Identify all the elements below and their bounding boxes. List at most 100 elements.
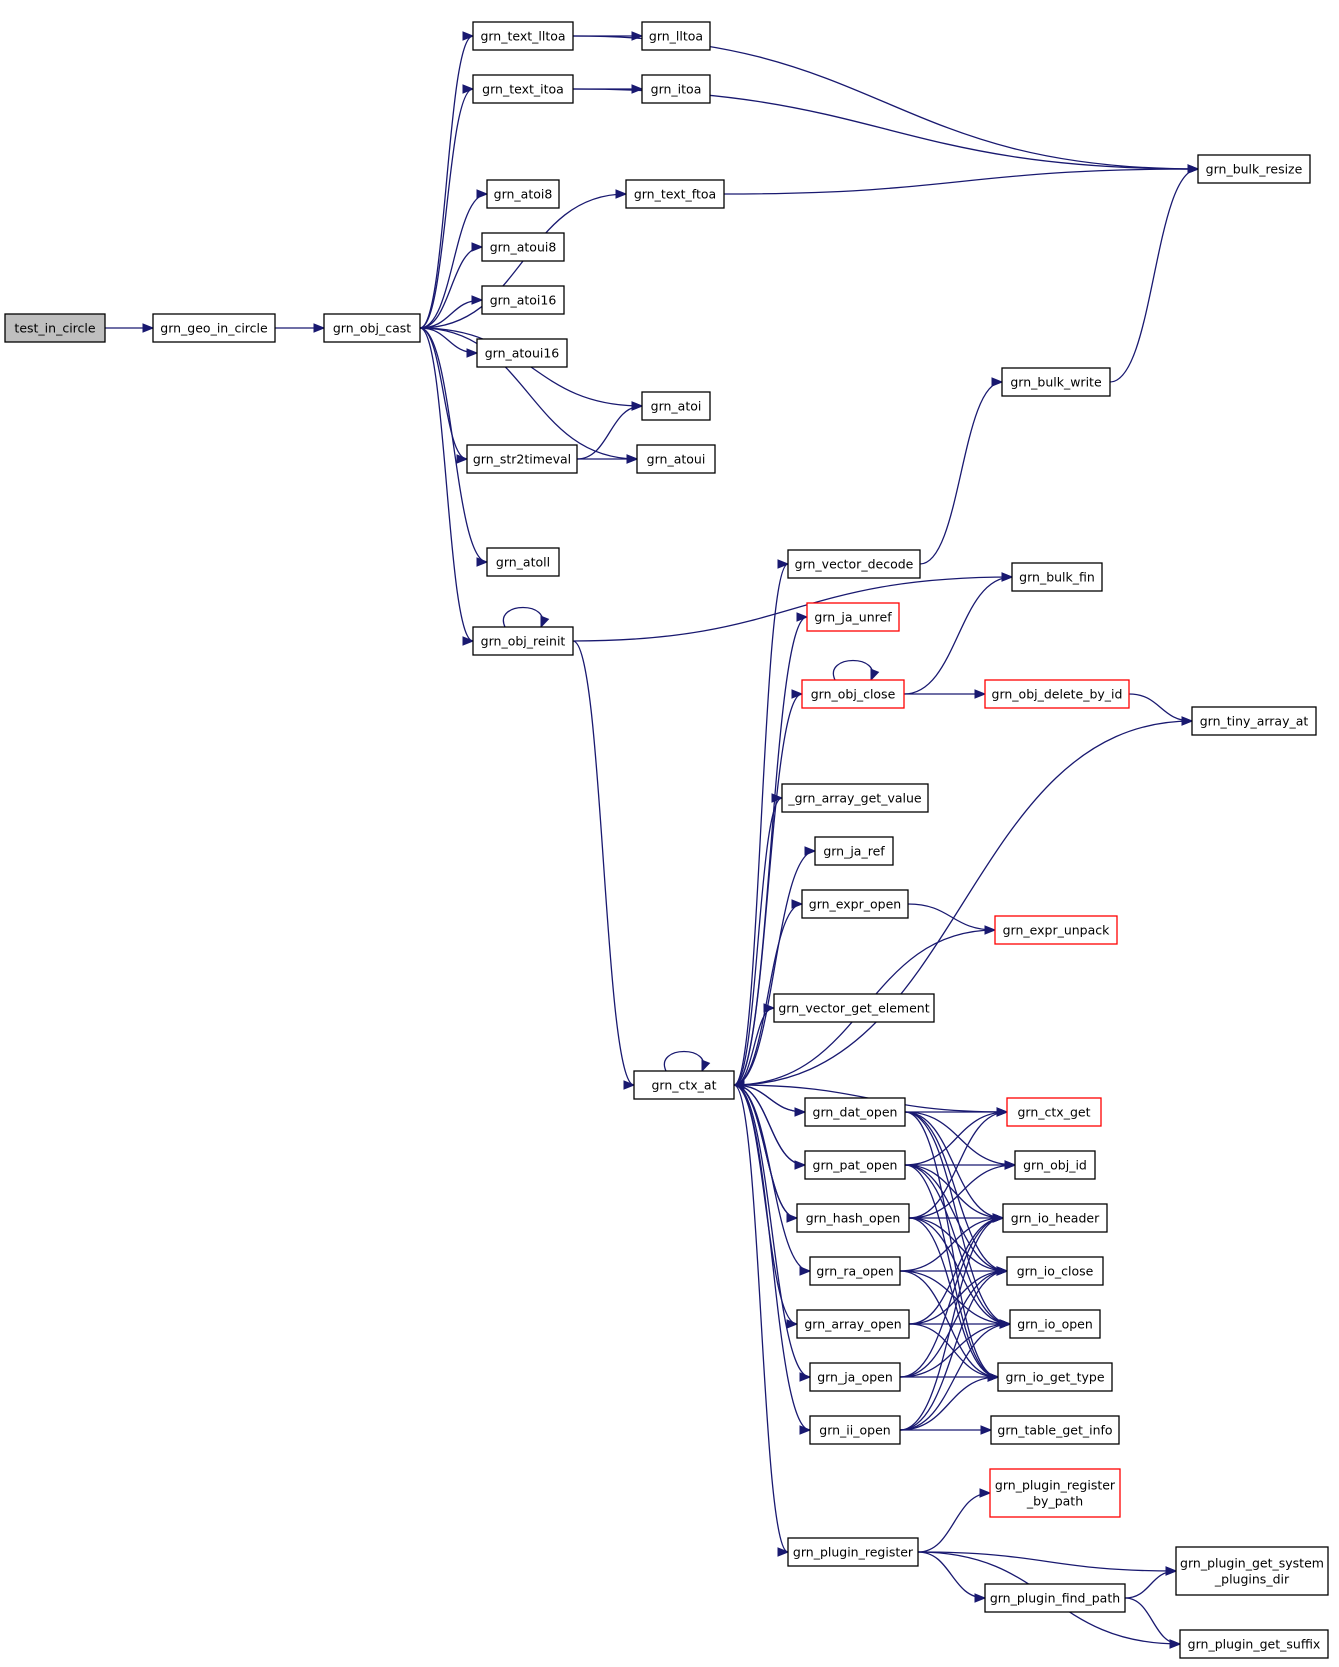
node-grn-array-open[interactable]: grn_array_open	[796, 1309, 910, 1339]
node-grn-ctx-at[interactable]: grn_ctx_at	[633, 1070, 735, 1100]
node-label: grn_obj_close	[811, 687, 896, 702]
edge-arrowhead	[974, 689, 987, 699]
node-label: grn_plugin_register	[995, 1478, 1116, 1493]
node-grn-obj-close[interactable]: grn_obj_close	[801, 679, 905, 709]
node-grn-ctx-get[interactable]: grn_ctx_get	[1006, 1097, 1102, 1127]
node-grn-array-get-value[interactable]: _grn_array_get_value	[781, 783, 929, 813]
node-box	[773, 993, 935, 1023]
node-grn-plugin-get-system-plugins-dir[interactable]: grn_plugin_get_system_plugins_dir	[1175, 1546, 1329, 1596]
edge-grn-obj-close-to-grn-obj-close	[832, 660, 880, 682]
node-label: grn_ra_open	[816, 1264, 893, 1279]
node-grn-vector-get-element[interactable]: grn_vector_get_element	[773, 993, 935, 1023]
edge-grn-pat-open-to-grn-io-open	[904, 1164, 1012, 1329]
node-grn-bulk-write[interactable]: grn_bulk_write	[1001, 367, 1111, 397]
edge-arrowhead	[992, 1213, 1005, 1223]
node-grn-ja-unref[interactable]: grn_ja_unref	[806, 602, 900, 632]
node-grn-obj-reinit[interactable]: grn_obj_reinit	[472, 626, 574, 656]
node-grn-io-close[interactable]: grn_io_close	[1006, 1256, 1104, 1286]
node-grn-pat-open[interactable]: grn_pat_open	[804, 1150, 906, 1180]
node-grn-atoi[interactable]: grn_atoi	[641, 391, 711, 421]
edge-line	[908, 1217, 1004, 1325]
node-grn-io-header[interactable]: grn_io_header	[1002, 1203, 1108, 1233]
edge-grn-ctx-at-to-grn-expr-open	[733, 899, 804, 1086]
node-grn-ii-open[interactable]: grn_ii_open	[809, 1415, 901, 1445]
node-grn-plugin-get-suffix[interactable]: grn_plugin_get_suffix	[1179, 1629, 1329, 1659]
edge-arrowhead	[471, 295, 484, 305]
node-box	[323, 313, 421, 343]
node-grn-ja-ref[interactable]: grn_ja_ref	[814, 836, 894, 866]
node-box	[1001, 367, 1111, 397]
node-grn-io-open[interactable]: grn_io_open	[1009, 1309, 1101, 1339]
node-label: grn_ctx_at	[651, 1078, 716, 1093]
edge-line	[899, 1270, 1008, 1378]
node-grn-atoui16[interactable]: grn_atoui16	[476, 338, 568, 368]
node-grn-obj-delete-by-id[interactable]: grn_obj_delete_by_id	[984, 679, 1130, 709]
node-label: grn_atoi8	[494, 187, 553, 202]
node-box	[1179, 1629, 1329, 1659]
node-grn-ja-open[interactable]: grn_ja_open	[809, 1362, 901, 1392]
node-box	[804, 1097, 906, 1127]
edge-arrowhead	[804, 846, 817, 856]
node-grn-atoui[interactable]: grn_atoui	[636, 444, 716, 474]
edge-grn-ctx-at-to-grn-vector-get-element	[733, 1003, 776, 1086]
edge-line	[419, 35, 474, 329]
node-grn-plugin-find-path[interactable]: grn_plugin_find_path	[984, 1583, 1126, 1613]
node-grn-text-itoa[interactable]: grn_text_itoa	[472, 74, 574, 104]
node-box	[984, 1583, 1126, 1613]
node-grn-table-get-info[interactable]: grn_table_get_info	[990, 1415, 1120, 1445]
node-grn-atoui8[interactable]: grn_atoui8	[481, 232, 565, 262]
edge-line	[419, 88, 474, 329]
node-grn-text-lltoa[interactable]: grn_text_lltoa	[472, 21, 574, 51]
node-grn-ra-open[interactable]: grn_ra_open	[809, 1256, 901, 1286]
node-grn-lltoa[interactable]: grn_lltoa	[641, 21, 711, 51]
node-box	[481, 285, 565, 315]
edge-arrowhead	[540, 615, 550, 629]
node-box	[472, 626, 574, 656]
node-grn-atoll[interactable]: grn_atoll	[486, 547, 560, 577]
node-grn-text-ftoa[interactable]: grn_text_ftoa	[625, 179, 725, 209]
edge-grn-obj-reinit-to-grn-bulk-fin	[572, 572, 1014, 642]
node-grn-obj-cast[interactable]: grn_obj_cast	[323, 313, 421, 343]
edge-line	[733, 1084, 789, 1553]
edge-arrowhead	[615, 189, 628, 199]
node-label: grn_vector_decode	[795, 557, 914, 572]
edge-arrowhead	[476, 189, 489, 199]
node-grn-hash-open[interactable]: grn_hash_open	[796, 1203, 910, 1233]
node-box	[801, 889, 909, 919]
node-grn-obj-id[interactable]: grn_obj_id	[1014, 1150, 1096, 1180]
node-grn-itoa[interactable]: grn_itoa	[641, 74, 711, 104]
edge-arrowhead	[631, 84, 644, 94]
node-grn-tiny-array-at[interactable]: grn_tiny_array_at	[1191, 706, 1317, 736]
edge-arrowhead	[1169, 1639, 1182, 1649]
edge-grn-obj-cast-to-grn-atoll	[419, 327, 489, 567]
node-grn-geo-in-circle[interactable]: grn_geo_in_circle	[152, 313, 276, 343]
node-grn-bulk-fin[interactable]: grn_bulk_fin	[1011, 562, 1103, 592]
edge-line	[1124, 1597, 1181, 1645]
edge-line	[419, 327, 474, 642]
node-grn-atoi8[interactable]: grn_atoi8	[486, 179, 560, 209]
node-grn-expr-unpack[interactable]: grn_expr_unpack	[994, 915, 1118, 945]
node-box	[787, 549, 921, 579]
node-grn-str2timeval[interactable]: grn_str2timeval	[466, 444, 578, 474]
nodes-layer: test_in_circle grn_geo_in_circle grn_obj_c…	[4, 21, 1329, 1659]
node-grn-plugin-register-by-path[interactable]: grn_plugin_register_by_path	[989, 1468, 1121, 1518]
node-grn-plugin-register[interactable]: grn_plugin_register	[787, 1537, 919, 1567]
edge-arrowhead	[799, 1425, 812, 1435]
node-grn-expr-open[interactable]: grn_expr_open	[801, 889, 909, 919]
node-test-in-circle[interactable]: test_in_circle	[4, 313, 106, 343]
edge-line	[899, 1270, 1011, 1325]
edge-line	[576, 405, 643, 460]
node-grn-bulk-resize[interactable]: grn_bulk_resize	[1197, 154, 1311, 184]
node-label: grn_array_open	[804, 1317, 901, 1332]
node-grn-atoi16[interactable]: grn_atoi16	[481, 285, 565, 315]
node-label: grn_vector_get_element	[778, 1001, 929, 1016]
node-box	[994, 915, 1118, 945]
edge-arrowhead	[786, 1319, 799, 1329]
node-grn-dat-open[interactable]: grn_dat_open	[804, 1097, 906, 1127]
edge-grn-obj-cast-to-grn-obj-reinit	[419, 327, 475, 646]
node-box	[1014, 1150, 1096, 1180]
node-grn-vector-decode[interactable]: grn_vector_decode	[787, 549, 921, 579]
node-label: grn_atoi	[651, 399, 702, 414]
node-grn-io-get-type[interactable]: grn_io_get_type	[997, 1362, 1113, 1392]
node-box	[809, 1415, 901, 1445]
